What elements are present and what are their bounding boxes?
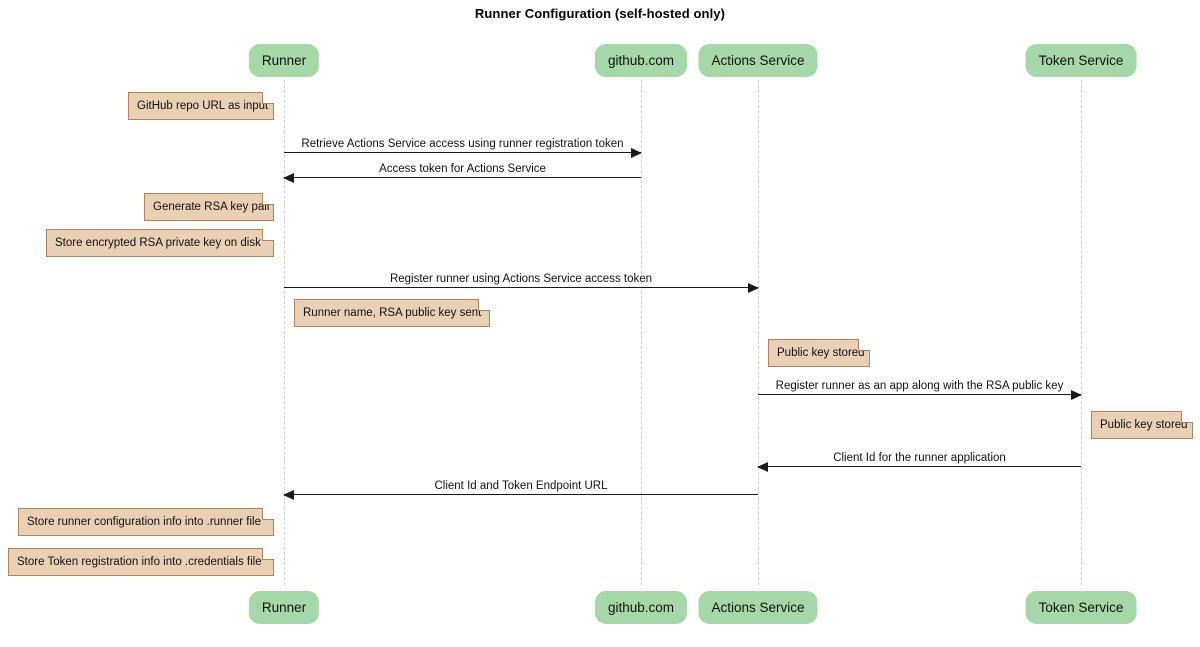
participant-label: Runner: [261, 600, 307, 615]
lifeline-token-service: [1081, 80, 1082, 585]
note-github-repo-url-as-input: GitHub repo URL as input: [128, 92, 274, 120]
note-text: Store runner configuration info into .ru…: [27, 516, 261, 528]
message-client-id-for-the-runner-application: Client Id for the runner application: [757, 452, 1081, 472]
note-fold-corner-icon: [262, 92, 274, 104]
note-store-encrypted-rsa-private-key-on-disk: Store encrypted RSA private key on disk: [46, 229, 274, 257]
note-fold-corner-icon: [262, 508, 274, 520]
participant-github-com-bottom[interactable]: github.com: [594, 591, 688, 624]
note-fold-corner-icon: [262, 193, 274, 205]
participant-github-com-top[interactable]: github.com: [594, 44, 688, 77]
message-label: Retrieve Actions Service access using ru…: [301, 138, 624, 150]
note-fold-corner-icon: [478, 299, 490, 311]
note-text: Runner name, RSA public key sent: [303, 307, 482, 319]
message-register-runner-as-an-app-along-with-the-rsa-public-key: Register runner as an app along with the…: [758, 380, 1082, 400]
participant-label: Actions Service: [711, 53, 805, 68]
participant-label: Actions Service: [711, 600, 805, 615]
note-generate-rsa-key-pair: Generate RSA key pair: [144, 193, 274, 221]
note-text: Public key stored: [1100, 419, 1188, 431]
participant-token-service-top[interactable]: Token Service: [1025, 44, 1137, 77]
message-label: Client Id and Token Endpoint URL: [434, 480, 608, 492]
note-store-runner-configuration-info-into-runner-file: Store runner configuration info into .ru…: [18, 508, 274, 536]
message-retrieve-actions-service-access-using-runner-registration-token: Retrieve Actions Service access using ru…: [284, 138, 642, 158]
message-label: Client Id for the runner application: [833, 452, 1006, 464]
participant-token-service-bottom[interactable]: Token Service: [1025, 591, 1137, 624]
diagram-title: Runner Configuration (self-hosted only): [474, 6, 726, 21]
message-label: Register runner using Actions Service ac…: [389, 273, 653, 285]
participant-actions-service-top[interactable]: Actions Service: [698, 44, 818, 77]
participant-label: Token Service: [1038, 53, 1124, 68]
participant-label: github.com: [607, 53, 675, 68]
message-register-runner-using-actions-service-access-token: Register runner using Actions Service ac…: [284, 273, 759, 293]
lifeline-actions-service: [758, 80, 759, 585]
note-text: Store encrypted RSA private key on disk: [55, 237, 261, 249]
lifeline-github-com: [641, 80, 642, 585]
note-text: Public key stored: [777, 347, 865, 359]
participant-runner-bottom[interactable]: Runner: [248, 591, 320, 624]
note-fold-corner-icon: [1181, 411, 1193, 423]
arrowhead-left-icon: [283, 173, 294, 183]
message-access-token-for-actions-service: Access token for Actions Service: [283, 163, 641, 183]
participant-label: Token Service: [1038, 600, 1124, 615]
arrowhead-right-icon: [748, 283, 759, 293]
lifeline-runner: [284, 80, 285, 585]
note-runner-name-rsa-public-key-sent: Runner name, RSA public key sent: [294, 299, 490, 327]
note-public-key-stored: Public key stored: [1091, 411, 1193, 439]
participant-actions-service-bottom[interactable]: Actions Service: [698, 591, 818, 624]
note-text: Store Token registration info into .cred…: [17, 556, 262, 568]
note-fold-corner-icon: [262, 548, 274, 560]
arrowhead-right-icon: [631, 148, 642, 158]
note-fold-corner-icon: [262, 229, 274, 241]
note-text: Generate RSA key pair: [153, 201, 271, 213]
message-label: Register runner as an app along with the…: [775, 380, 1064, 392]
note-public-key-stored: Public key stored: [768, 339, 870, 367]
participant-label: github.com: [607, 600, 675, 615]
arrowhead-right-icon: [1071, 390, 1082, 400]
message-label: Access token for Actions Service: [379, 163, 546, 175]
participant-label: Runner: [261, 53, 307, 68]
note-fold-corner-icon: [858, 339, 870, 351]
arrowhead-left-icon: [283, 490, 294, 500]
message-client-id-and-token-endpoint-url: Client Id and Token Endpoint URL: [283, 480, 758, 500]
participant-runner-top[interactable]: Runner: [248, 44, 320, 77]
arrowhead-left-icon: [757, 462, 768, 472]
note-text: GitHub repo URL as input: [137, 100, 269, 112]
note-store-token-registration-info-into-credentials-file: Store Token registration info into .cred…: [8, 548, 274, 576]
